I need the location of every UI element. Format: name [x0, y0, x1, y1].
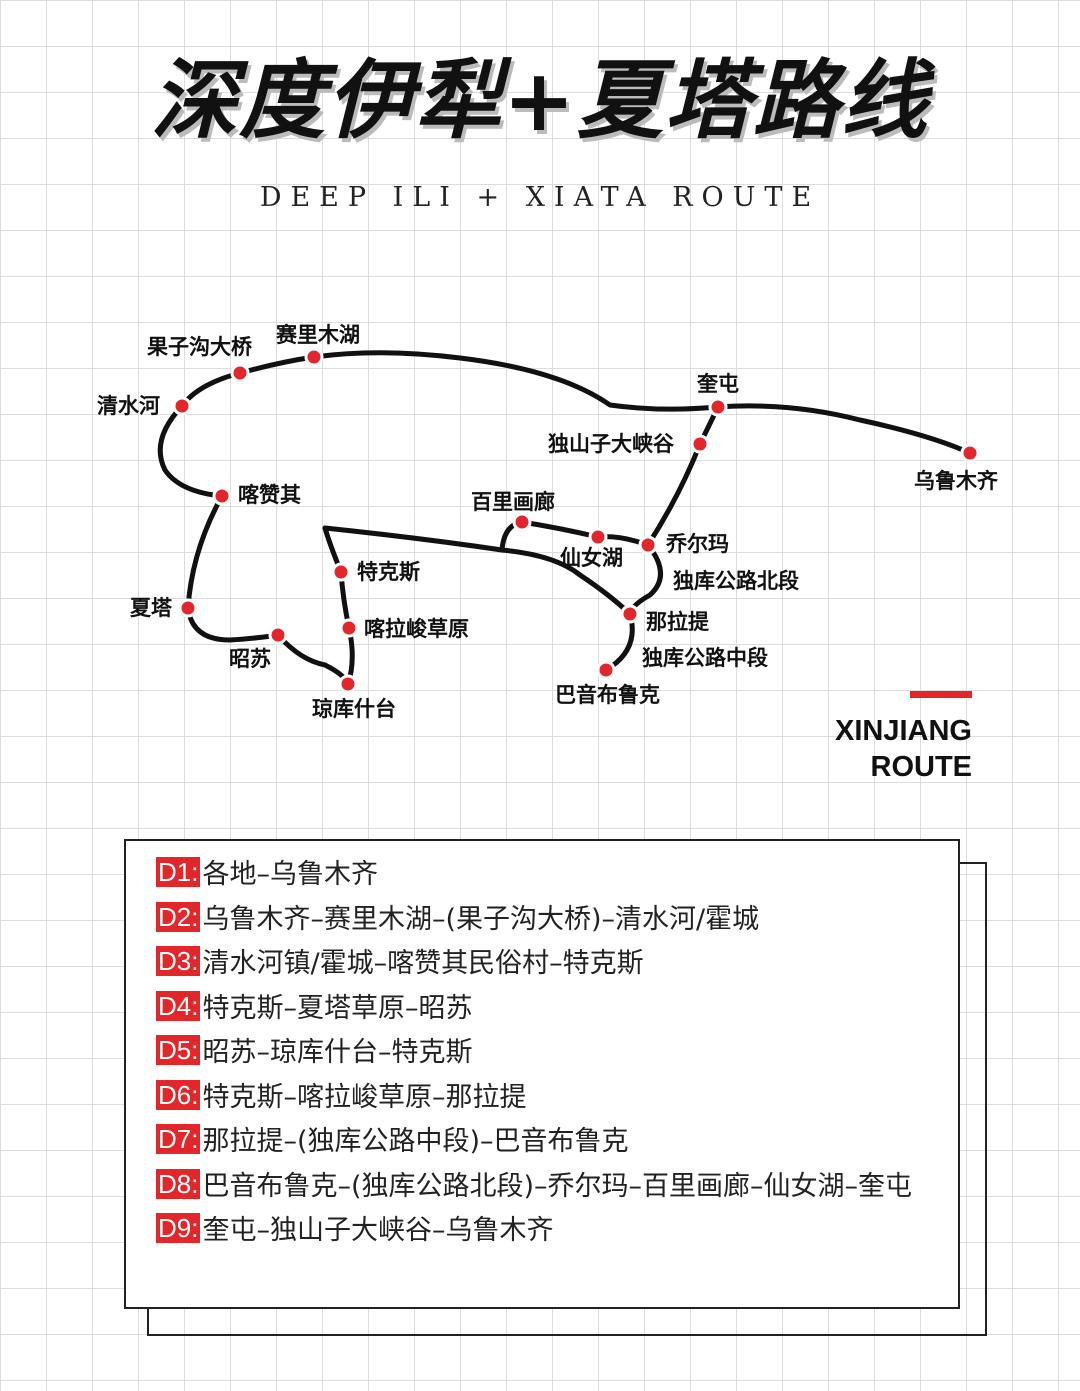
route-duku-north — [627, 542, 663, 617]
day-text: 各地–乌鲁木齐 — [202, 859, 378, 890]
day-tag: D9: — [156, 1213, 201, 1243]
stop-dot-urumqi — [960, 443, 980, 463]
day-text: 特克斯–夏塔草原–昭苏 — [202, 992, 473, 1024]
day-text: 巴音布鲁克–(独库公路北段)–乔尔玛–百里画廊–仙女湖–奎屯 — [202, 1170, 913, 1202]
accent-bar — [910, 691, 972, 698]
stop-dot-xiannvhu — [588, 527, 608, 547]
stop-dot-kuitun — [708, 397, 728, 417]
stop-label-qiaerma: 乔尔玛 — [665, 532, 729, 556]
day-text: 乌鲁木齐–赛里木湖–(果子沟大桥)–清水河/霍城 — [202, 903, 760, 935]
day-text: 昭苏–琼库什台–特克斯 — [202, 1037, 473, 1068]
stop-label-tekesi: 特克斯 — [357, 560, 420, 584]
stop-label-kazanqi: 喀赞其 — [238, 483, 301, 507]
stop-label-dushanzi: 独山子大峡谷 — [548, 432, 675, 456]
stop-dot-kazanqi — [212, 486, 232, 506]
stop-label-qingshuihe: 清水河 — [97, 394, 160, 418]
stop-dot-qingshuihe — [172, 396, 192, 416]
page-subtitle: DEEP ILI + XIATA ROUTE — [259, 182, 821, 213]
itinerary-day-4: D4:特克斯–夏塔草原–昭苏 — [156, 987, 958, 1032]
brand-line2: ROUTE — [870, 751, 973, 783]
route-bailihualang — [499, 519, 651, 553]
stop-dot-sayram — [304, 347, 324, 367]
day-tag: D1: — [156, 857, 201, 887]
stop-label-zhaosu: 昭苏 — [229, 647, 271, 671]
route-north — [179, 350, 973, 456]
itinerary-box: D1:各地–乌鲁木齐 D2:乌鲁木齐–赛里木湖–(果子沟大桥)–清水河/霍城 D… — [124, 839, 960, 1309]
stop-label-duku-mid: 独库公路中段 — [642, 646, 768, 670]
stop-dot-xiata — [178, 598, 198, 618]
stop-dot-dushanzi — [690, 434, 710, 454]
stop-dots — [172, 347, 980, 694]
brand-line1: XINJIANG — [835, 715, 972, 747]
stop-label-bayinbuluke: 巴音布鲁克 — [555, 683, 660, 707]
route-to-nalati — [322, 525, 633, 617]
stop-label-xiata: 夏塔 — [130, 596, 173, 620]
stop-label-duku-north: 独库公路北段 — [673, 569, 799, 593]
stop-label-nalati: 那拉提 — [646, 610, 710, 634]
stop-dot-qiongkushitai — [338, 674, 358, 694]
stop-label-kuitun: 奎屯 — [696, 372, 739, 396]
day-tag: D6: — [156, 1079, 201, 1110]
stop-label-bailihualang: 百里画廊 — [471, 490, 555, 514]
stop-dot-guozigou — [230, 363, 250, 383]
stop-labels: 果子沟大桥 赛里木湖 清水河 奎屯 独山子大峡谷 乌鲁木齐 喀赞其 百里画廊 仙… — [97, 323, 999, 721]
stop-dot-nalati — [620, 604, 640, 624]
stop-dot-qiaerma — [638, 535, 658, 555]
itinerary-day-3: D3:清水河镇/霍城–喀赞其民俗村–特克斯 — [156, 942, 958, 987]
route-map: 果子沟大桥 赛里木湖 清水河 奎屯 独山子大峡谷 乌鲁木齐 喀赞其 百里画廊 仙… — [97, 323, 999, 721]
itinerary-day-1: D1:各地–乌鲁木齐 — [156, 853, 958, 898]
itinerary-day-5: D5:昭苏–琼库什台–特克斯 — [156, 1031, 958, 1076]
day-text: 那拉提–(独库公路中段)–巴音布鲁克 — [202, 1126, 629, 1157]
itinerary-day-7: D7:那拉提–(独库公路中段)–巴音布鲁克 — [156, 1120, 958, 1165]
brand-mark: XINJIANG ROUTE — [835, 713, 972, 785]
stop-label-qiongkushitai: 琼库什台 — [312, 697, 396, 721]
route-center — [322, 525, 355, 687]
day-tag: D2: — [156, 901, 201, 932]
stop-dot-bayinbuluke — [596, 660, 616, 680]
stop-label-sayram: 赛里木湖 — [275, 323, 360, 347]
day-text: 奎屯–独山子大峡谷–乌鲁木齐 — [202, 1215, 554, 1246]
itinerary-day-8: D8:巴音布鲁克–(独库公路北段)–乔尔玛–百里画廊–仙女湖–奎屯 — [156, 1165, 946, 1210]
day-tag: D4: — [156, 990, 201, 1021]
itinerary-day-2: D2:乌鲁木齐–赛里木湖–(果子沟大桥)–清水河/霍城 — [156, 898, 958, 943]
stop-label-xiannvhu: 仙女湖 — [560, 546, 623, 570]
day-tag: D3: — [156, 946, 201, 976]
route-west — [157, 403, 351, 687]
stop-dot-kalajun — [339, 618, 359, 638]
itinerary-day-9: D9:奎屯–独山子大峡谷–乌鲁木齐 — [156, 1209, 958, 1254]
stop-label-urumqi: 乌鲁木齐 — [914, 469, 999, 493]
stop-dot-bailihualang — [512, 512, 532, 532]
page-title: 深度伊犁+夏塔路线 — [150, 51, 930, 151]
day-tag: D8: — [156, 1168, 201, 1199]
day-tag: D5: — [156, 1035, 201, 1065]
day-text: 清水河镇/霍城–喀赞其民俗村–特克斯 — [202, 948, 644, 979]
stop-dot-zhaosu — [268, 625, 288, 645]
route-dushanzi — [645, 404, 721, 548]
day-tag: D7: — [156, 1124, 201, 1154]
stop-label-kalajun: 喀拉峻草原 — [364, 617, 469, 641]
itinerary-day-6: D6:特克斯–喀拉峻草原–那拉提 — [156, 1076, 958, 1121]
stop-dot-tekesi — [331, 562, 351, 582]
stop-label-guozigou: 果子沟大桥 — [147, 335, 253, 359]
day-text: 特克斯–喀拉峻草原–那拉提 — [202, 1081, 527, 1113]
